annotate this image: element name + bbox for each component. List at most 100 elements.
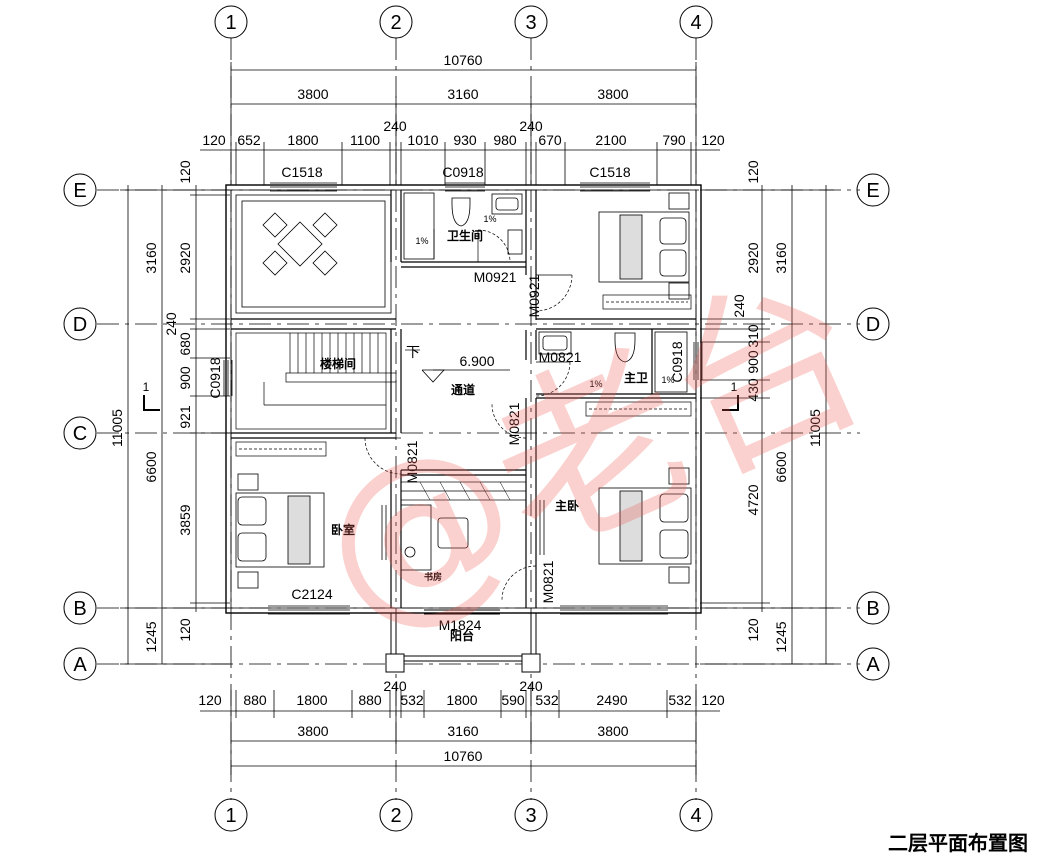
dim-bottom-bay-1: 3800 — [297, 723, 328, 739]
dim-bottom-detail: 532 — [400, 692, 424, 708]
door-label: M0921 — [526, 274, 542, 317]
dim-bottom-total: 10760 — [444, 748, 483, 764]
dim-right-total: 11005 — [807, 409, 823, 447]
room-label-study: 书房 — [424, 571, 442, 582]
dim-bottom-detail: 590 — [501, 692, 525, 708]
door-label: M0821 — [540, 560, 556, 603]
dim-top-total: 10760 — [444, 52, 483, 68]
dim-left-outer: 3160 — [143, 242, 159, 273]
axis-label-row-b-left: B — [73, 598, 86, 620]
bath-fixtures — [403, 192, 688, 393]
dim-bottom-detail: 240 — [383, 678, 407, 694]
dim-right-inner: 120 — [745, 618, 761, 642]
dim-bottom-bay-3: 3800 — [597, 723, 628, 739]
axis-label-col-1-top: 1 — [225, 12, 236, 34]
dim-right-outer: 1245 — [773, 621, 789, 652]
dim-top-detail: 1010 — [407, 132, 438, 148]
dim-top-detail: 2100 — [595, 132, 626, 148]
elevation-label: 6.900 — [459, 353, 494, 369]
door-label: M0821 — [539, 349, 582, 365]
dim-left-outer: 1245 — [143, 621, 159, 652]
dim-right-inner: 2920 — [745, 242, 761, 273]
dim-bottom-detail: 1800 — [446, 692, 477, 708]
axis-label-col-4-bottom: 4 — [690, 805, 701, 827]
slope-label: 1% — [589, 379, 602, 389]
door-label: M0821 — [404, 440, 420, 483]
door-label: M1824 — [439, 617, 482, 633]
axis-label-row-e-left: E — [73, 180, 86, 202]
room-label-bedroom: 卧室 — [331, 522, 355, 537]
wardrobes — [235, 294, 692, 501]
dim-lines-bottom — [200, 690, 720, 775]
dim-top-detail: 240 — [383, 118, 407, 134]
window-label: C1518 — [281, 164, 322, 180]
axis-label-col-3-bottom: 3 — [525, 805, 536, 827]
room-label-bath: 卫生间 — [447, 228, 483, 243]
dim-left-inner: 921 — [177, 405, 193, 429]
dim-bottom-detail: 1800 — [296, 692, 327, 708]
dim-bottom-detail: 880 — [243, 692, 267, 708]
axis-label-row-d-right: D — [866, 314, 880, 336]
dim-right-inner: 310 — [745, 324, 761, 348]
dim-bottom-detail: 2490 — [596, 692, 627, 708]
slope-label: 1% — [483, 214, 496, 224]
dim-top-detail: 120 — [202, 132, 226, 148]
doors — [364, 229, 573, 601]
section-number: 1 — [143, 380, 150, 394]
dim-bottom-detail: 532 — [535, 692, 559, 708]
door-label: M0921 — [474, 269, 517, 285]
dim-top-detail: 120 — [701, 132, 725, 148]
dim-top-detail: 1800 — [287, 132, 318, 148]
dim-right-outer: 6600 — [773, 451, 789, 482]
section-number: 1 — [731, 380, 738, 394]
dim-right-inner: 430 — [745, 378, 761, 402]
dim-lines-top — [200, 62, 720, 185]
dim-top-detail: 930 — [453, 132, 477, 148]
dim-top-detail: 652 — [237, 132, 261, 148]
dim-left-inner: 120 — [177, 160, 193, 184]
dim-top-detail: 980 — [493, 132, 517, 148]
axis-label-row-a-right: A — [866, 654, 880, 676]
elevation-marker — [421, 369, 510, 383]
windows — [223, 182, 703, 615]
dim-left-total: 11005 — [109, 409, 125, 447]
axis-label-row-a-left: A — [73, 654, 87, 676]
dim-bottom-detail: 880 — [358, 692, 382, 708]
dim-top-detail: 1100 — [350, 132, 380, 148]
exterior-walls — [225, 184, 702, 614]
dim-left-inner: 240 — [163, 312, 179, 336]
dim-bottom-detail: 532 — [668, 692, 692, 708]
room-label-master-bath: 主卫 — [624, 370, 648, 385]
section-marks — [143, 395, 739, 411]
dim-lines-sides — [120, 185, 834, 665]
dim-right-inner: 4720 — [745, 484, 761, 515]
beds — [235, 192, 692, 589]
axis-bubbles — [63, 5, 890, 832]
dim-bottom-detail: 120 — [198, 692, 222, 708]
dim-bottom-detail: 240 — [519, 678, 543, 694]
dim-right-inner: 240 — [731, 294, 747, 318]
room-label-balcony: 阳台 — [450, 628, 474, 643]
dim-left-inner: 3859 — [177, 504, 193, 535]
dim-right-outer: 3160 — [773, 242, 789, 273]
dim-top-detail: 790 — [662, 132, 686, 148]
dim-top-bay-1: 3800 — [297, 86, 328, 102]
dining-table — [235, 194, 392, 314]
dim-top-bay-2: 3160 — [447, 86, 478, 102]
window-label: C0918 — [207, 357, 223, 398]
door-label: M0821 — [506, 402, 522, 445]
dim-left-outer: 6600 — [143, 451, 159, 482]
window-label: C0918 — [442, 164, 483, 180]
dim-left-inner: 120 — [177, 618, 193, 642]
window-label: C2124 — [291, 586, 332, 602]
axis-label-row-c-left: C — [73, 423, 87, 445]
room-label-corridor: 通道 — [451, 382, 475, 397]
axis-label-row-e-right: E — [866, 180, 879, 202]
slope-label: 1% — [415, 236, 428, 246]
room-label-master-bed: 主卧 — [555, 498, 579, 513]
axis-label-col-2-top: 2 — [390, 12, 401, 34]
dim-right-inner: 900 — [745, 350, 761, 374]
study-desk — [381, 500, 545, 571]
window-label: C1518 — [589, 164, 630, 180]
